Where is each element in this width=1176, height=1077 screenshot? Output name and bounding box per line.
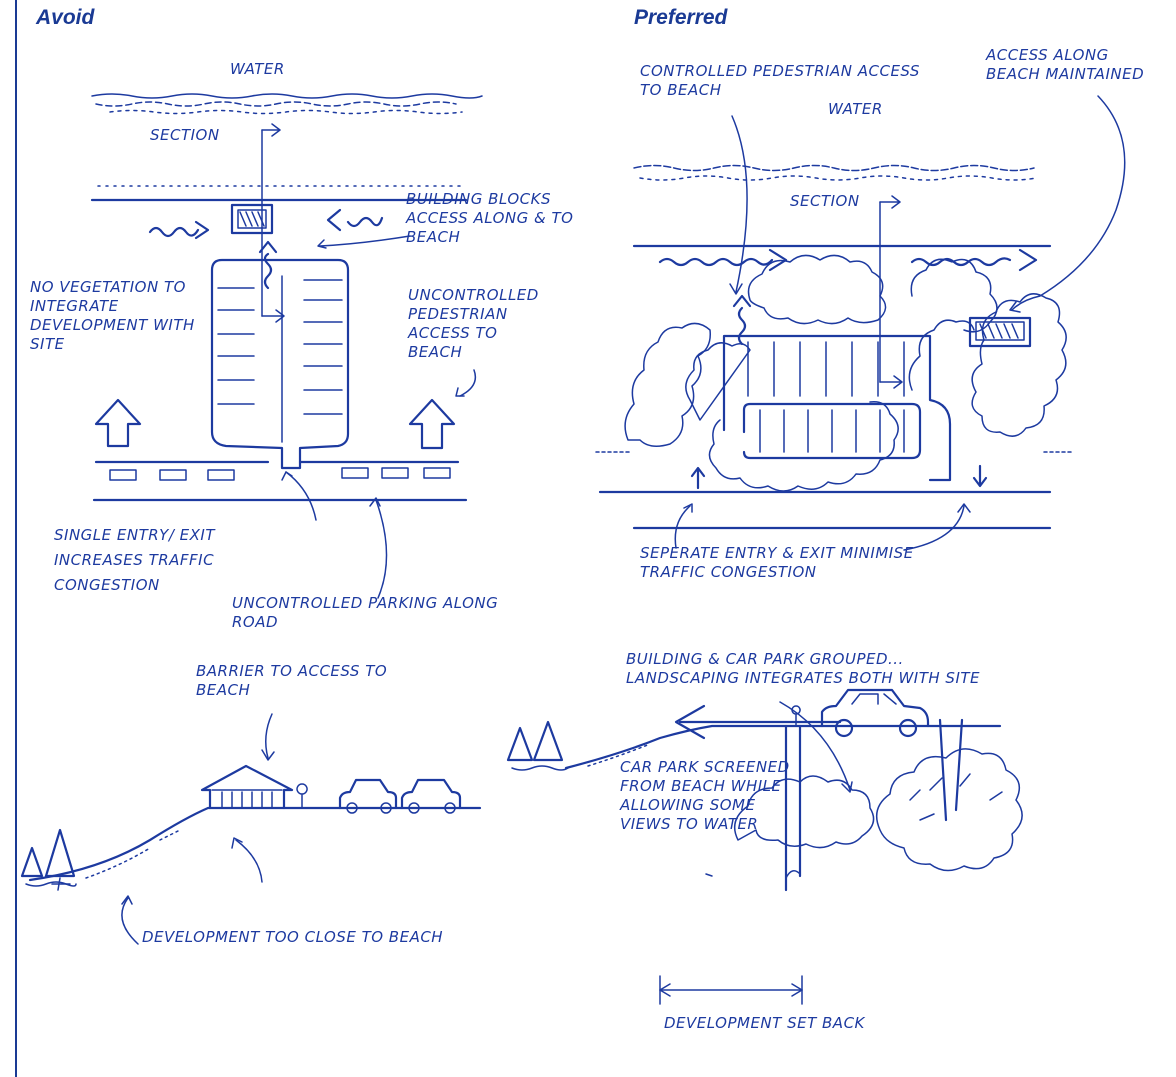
avoid-single-entry-note-3: CONGESTION: [54, 576, 160, 594]
avoid-single-entry-note-2: INCREASES TRAFFIC: [54, 551, 215, 569]
avoid-too-close-note: DEVELOPMENT TOO CLOSE TO BEACH: [142, 928, 444, 946]
preferred-plan-leaders: [674, 95, 1126, 551]
preferred-water-band: [633, 164, 1037, 181]
preferred-separate-entry-note: SEPERATE ENTRY & EXIT MINIMISE TRAFFIC C…: [640, 544, 914, 581]
preferred-heading: Preferred: [634, 6, 728, 29]
avoid-section-sketch: [20, 764, 482, 891]
avoid-heading: Avoid: [36, 6, 95, 29]
avoid-plan-leaders: [281, 235, 477, 599]
avoid-no-vegetation-note: NO VEGETATION TO INTEGRATE DEVELOPMENT W…: [30, 278, 195, 353]
preferred-section-marker: [879, 195, 903, 389]
left-margin-rule: [15, 0, 17, 1077]
avoid-road: [92, 460, 468, 502]
preferred-car-park: [722, 294, 952, 482]
preferred-section-leaders: [705, 701, 853, 877]
preferred-water-label: WATER: [828, 100, 883, 118]
preferred-section-label: SECTION: [790, 192, 860, 210]
avoid-car-park: [210, 258, 350, 470]
avoid-pedestrian-arrows: [94, 398, 456, 450]
preferred-screened-note: CAR PARK SCREENED FROM BEACH WHILE ALLOW…: [620, 758, 790, 833]
preferred-landscaping: [624, 254, 1067, 492]
setback-dimension: [659, 975, 803, 1005]
preferred-section-sketch: [506, 688, 1023, 892]
avoid-barrier-note: BARRIER TO ACCESS TO BEACH: [196, 662, 388, 699]
avoid-water-label: WATER: [230, 60, 285, 78]
avoid-section-leaders: [121, 713, 275, 945]
avoid-water-band: [91, 93, 483, 187]
preferred-grouped-note: BUILDING & CAR PARK GROUPED... LANDSCAPI…: [626, 650, 981, 687]
avoid-uncontrolled-parking-note: UNCONTROLLED PARKING ALONG ROAD: [232, 594, 499, 631]
avoid-section-label: SECTION: [150, 126, 220, 144]
avoid-building-blocks-note: BUILDING BLOCKS ACCESS ALONG & TO BEACH: [406, 190, 574, 246]
preferred-building: [968, 316, 1032, 348]
preferred-access-along-note: ACCESS ALONG BEACH MAINTAINED: [986, 46, 1145, 83]
avoid-single-entry-note-1: SINGLE ENTRY/ EXIT: [54, 526, 215, 544]
preferred-road: [595, 451, 1075, 530]
preferred-beach-access-arrows: [658, 248, 1038, 272]
preferred-setback-note: DEVELOPMENT SET BACK: [664, 1014, 865, 1032]
avoid-blocked-access-arrows: [148, 208, 384, 290]
avoid-uncontrolled-pedestrian-note: UNCONTROLLED PEDESTRIAN ACCESS TO BEACH: [408, 286, 539, 361]
avoid-building: [230, 203, 274, 235]
preferred-controlled-pedestrian-note: CONTROLLED PEDESTRIAN ACCESS TO BEACH: [640, 62, 920, 99]
